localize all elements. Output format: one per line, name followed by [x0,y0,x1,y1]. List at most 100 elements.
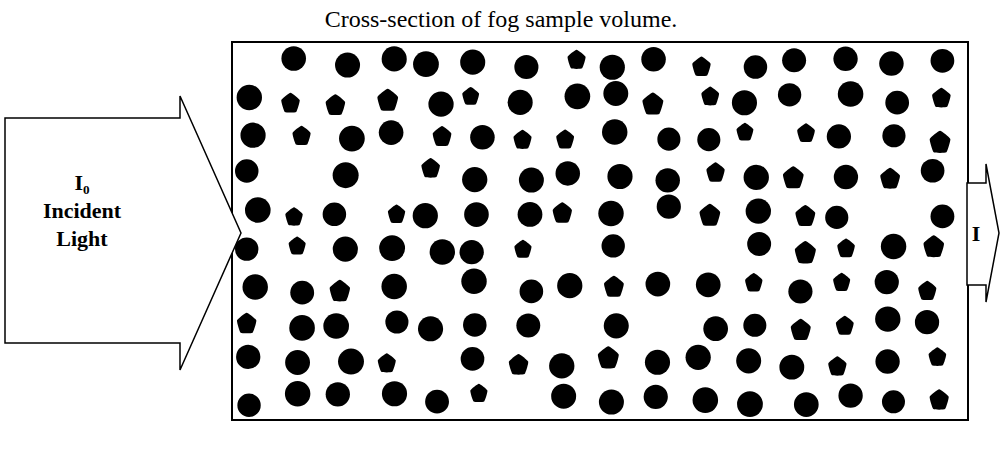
fog-droplet [882,124,905,147]
fog-droplet [388,205,405,223]
fog-droplet [602,234,625,257]
fog-droplet [921,159,945,183]
fog-droplet [915,310,939,334]
fog-droplet [323,313,349,339]
fog-droplet [655,168,679,192]
fog-droplet [235,159,259,183]
fog-droplet [929,347,947,366]
fog-droplet [285,381,310,406]
fog-droplet [461,347,485,371]
fog-droplet [737,123,754,141]
fog-droplet [462,167,487,192]
fog-droplet [413,203,438,228]
fog-droplet [514,240,531,258]
fog-droplet [703,316,728,341]
fog-droplet [736,348,761,373]
fog-droplet [470,384,487,402]
fog-droplet [642,92,663,114]
fog-droplet [645,350,670,375]
block-arrow [967,164,999,302]
fog-droplet [326,382,350,406]
fog-droplet [657,194,681,218]
fog-droplet [326,94,345,115]
fog-droplet [604,313,629,338]
fog-droplet [285,350,310,375]
fog-droplet [518,202,543,227]
fog-droplet [236,345,260,369]
fog-droplet [825,206,848,229]
fog-droplet [696,272,721,297]
fog-droplet [235,237,258,260]
fog-droplet [602,119,627,144]
fog-droplet [827,124,851,148]
fog-droplets [235,46,954,417]
fog-droplet [470,125,495,150]
fog-droplet [520,280,544,304]
fog-droplet [281,93,300,113]
fog-droplet [464,202,489,227]
fog-droplet [428,91,453,116]
fog-droplet [289,237,306,255]
fog-droplet [557,273,582,298]
fog-droplet [833,47,857,71]
fog-droplet [692,56,710,76]
fog-droplet [333,237,358,262]
arrow-label: I₀ Incident Light [43,169,121,253]
fog-droplet [701,87,719,106]
fog-droplet [779,355,804,380]
incident-light-arrow: I₀ Incident Light [4,95,242,371]
fog-droplet [930,131,951,153]
fog-droplet [834,165,858,189]
fog-droplet [600,55,625,80]
fog-droplet [379,235,405,261]
fog-droplet [513,130,531,149]
fog-droplet [882,390,905,413]
block-arrow-outline [4,95,242,371]
fog-droplet [290,281,314,305]
fog-droplet [237,85,262,110]
fog-droplet [700,204,721,226]
fog-droplet [744,55,767,78]
fog-droplet [693,387,719,413]
fog-droplet [737,391,763,417]
fog-droplet [744,165,769,190]
fog-droplet [242,274,267,299]
fog-droplet [931,205,955,229]
fog-droplet [838,81,864,107]
fog-droplet [565,83,591,109]
fog-droplet [795,241,816,263]
fog-droplet [875,306,900,331]
fog-droplet [875,349,899,373]
fog-droplet [292,126,310,145]
fog-droplet [833,273,850,291]
fog-droplet [516,314,540,338]
fog-droplet [418,316,443,341]
fog-droplet [879,51,904,76]
fog-droplet [556,161,580,185]
fog-droplet [885,91,909,115]
fog-droplet [281,46,306,71]
fog-droplet [333,162,359,188]
fog-droplet [932,88,951,108]
fog-droplet [778,83,801,106]
fog-droplet [732,90,757,115]
fog-droplet [382,46,407,71]
fog-droplet [607,164,632,189]
fog-droplet [745,273,762,291]
fog-droplet [463,313,487,337]
fog-droplet [460,50,485,75]
fog-droplet [285,207,302,225]
fog-droplet [795,205,815,226]
fog-droplet [598,346,619,368]
fog-droplet [875,270,899,294]
fog-droplet [379,120,404,145]
fog-droplet [646,272,671,297]
fog-droplet [421,158,440,178]
fog-droplet [289,315,315,341]
fog-droplet [880,168,900,189]
fog-droplet [462,87,479,105]
fog-droplet [924,235,945,257]
fog-droplet [551,384,576,409]
fog-droplet [686,345,711,370]
fog-droplet [836,316,854,335]
